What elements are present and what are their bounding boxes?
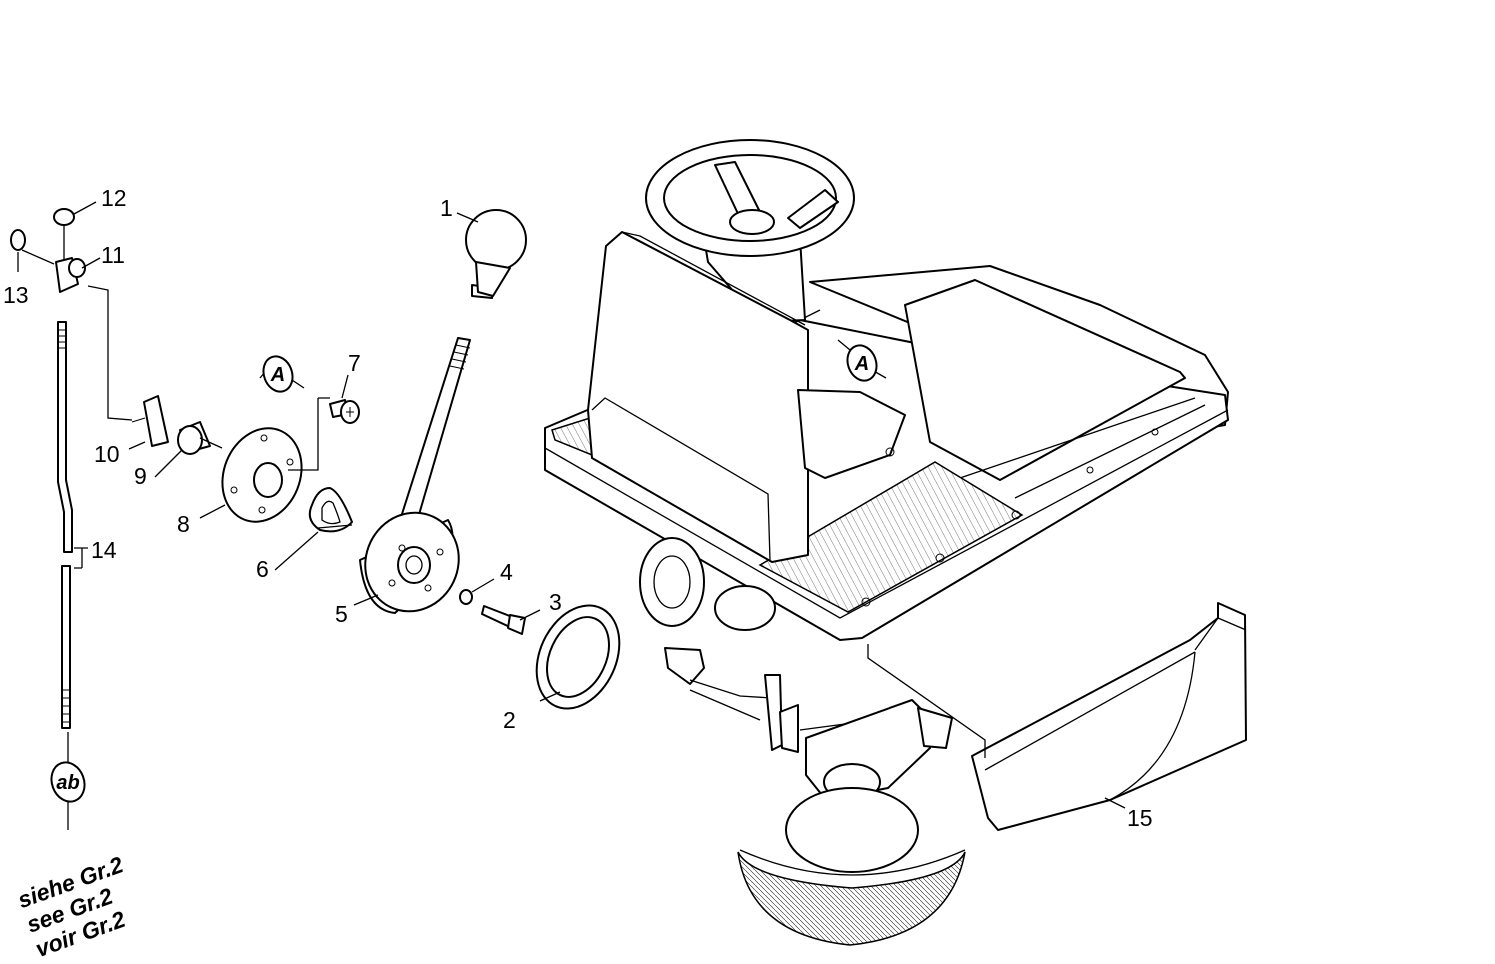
callout-6: 6: [256, 556, 269, 582]
callout-8: 8: [177, 511, 190, 537]
callout-5: 5: [335, 601, 348, 627]
callout-12: 12: [101, 185, 127, 211]
ref-a-right-badge: A: [846, 344, 878, 382]
ring-13: [10, 229, 26, 251]
gear-lever: [401, 209, 527, 519]
rod-thread-lower: [62, 689, 70, 723]
side-panel: [971, 602, 1247, 831]
callout-11: 11: [101, 242, 125, 268]
cover-ring-2: [535, 604, 621, 710]
callout-9: 9: [134, 463, 147, 489]
callout-13: 13: [3, 282, 29, 308]
rod-14: [57, 321, 73, 729]
washer-4: [459, 589, 473, 605]
rod-thread-upper: [58, 329, 66, 349]
callout-3: 3: [549, 589, 562, 615]
see-group-note: siehe Gr.2 see Gr.2 voir Gr.2: [14, 851, 129, 962]
ref-a-right-label: A: [854, 353, 869, 375]
sweeper-machine: [544, 139, 1229, 641]
connector-11: [55, 257, 86, 293]
ref-ab-badge: ab: [50, 761, 86, 803]
ref-a-left-badge: A: [262, 355, 294, 393]
bolt-3: [481, 605, 526, 635]
screw-7: [329, 399, 360, 424]
callout-4: 4: [500, 559, 513, 585]
lever-thread: [449, 344, 471, 370]
bushing-9: [177, 421, 211, 455]
callout-1: 1: [440, 195, 453, 221]
callout-15: 15: [1127, 805, 1153, 831]
ref-a-left-label: A: [270, 364, 285, 386]
callout-14: 14: [91, 537, 117, 563]
block-10: [131, 395, 169, 447]
lever-hub: [359, 511, 460, 614]
callout-10: 10: [94, 441, 120, 467]
callout-numbers: 1 2 3 4 5 6 7 8 9 10 11 12 13 14 15: [3, 185, 1153, 831]
nut-12: [53, 208, 75, 226]
ref-ab-label: ab: [56, 772, 79, 794]
flange-8: [221, 427, 303, 523]
callout-7: 7: [348, 350, 361, 376]
callout-2: 2: [503, 707, 516, 733]
side-brush-assembly: [664, 647, 966, 946]
leader-lines: [17, 201, 1126, 830]
clip-6: [308, 487, 353, 533]
